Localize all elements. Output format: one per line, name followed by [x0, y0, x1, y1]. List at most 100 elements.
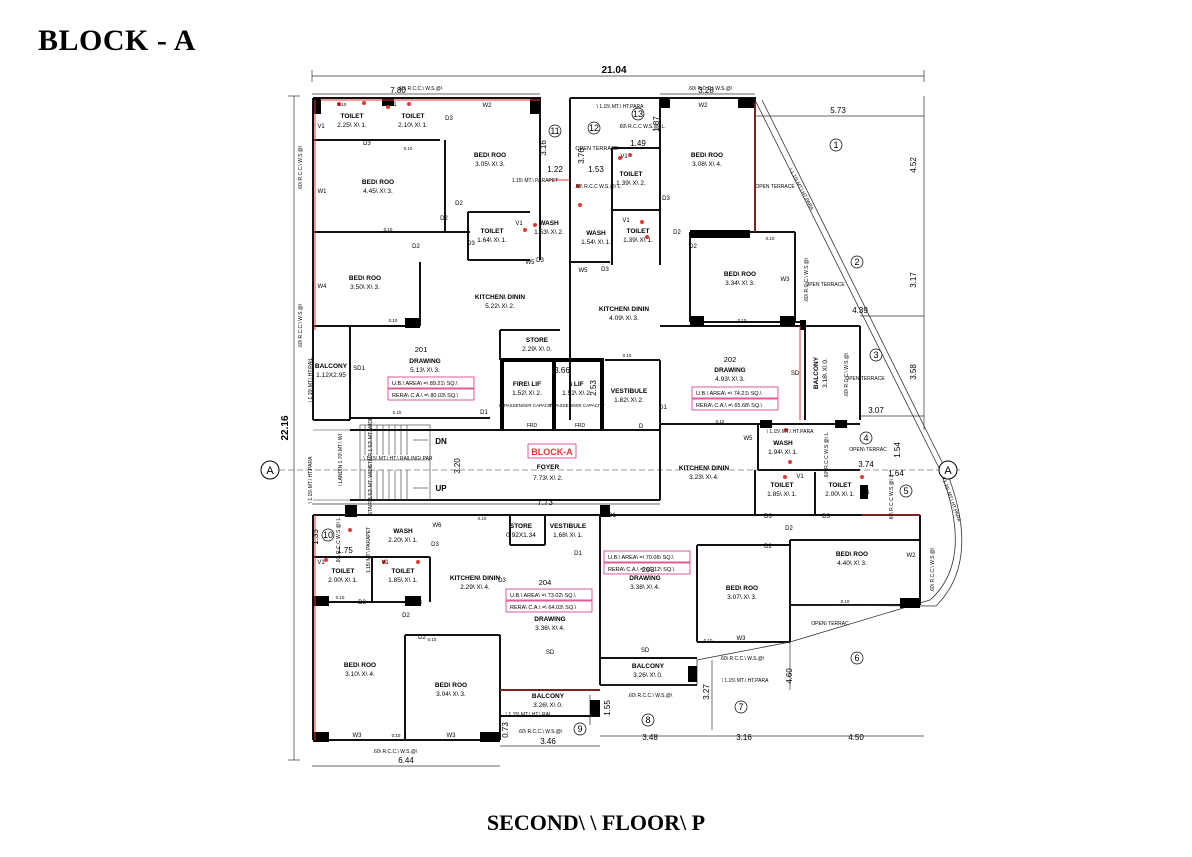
svg-text:3.07: 3.07	[868, 406, 884, 415]
svg-text:2.20\ X\ 1.: 2.20\ X\ 1.	[388, 537, 418, 544]
svg-text:TOILET: TOILET	[627, 228, 650, 235]
svg-text:TOILET: TOILET	[481, 228, 504, 235]
svg-text:V1: V1	[317, 560, 325, 566]
svg-text:4: 4	[863, 433, 868, 443]
svg-text:1.94\ X\ 1.: 1.94\ X\ 1.	[768, 449, 798, 456]
svg-text:D1: D1	[480, 410, 488, 416]
svg-text:1.53\ X\ 2.: 1.53\ X\ 2.	[534, 229, 564, 236]
svg-text:DRAWING: DRAWING	[714, 367, 745, 374]
svg-text:VESTIBULE: VESTIBULE	[611, 388, 648, 395]
svg-text:0.10: 0.10	[392, 733, 401, 738]
svg-text:5.22\ X\ 2.: 5.22\ X\ 2.	[485, 303, 515, 310]
svg-text:12: 12	[589, 123, 599, 133]
svg-text:0.10: 0.10	[428, 637, 437, 642]
svg-text:TOILET: TOILET	[829, 482, 852, 489]
svg-text:3.16: 3.16	[736, 733, 752, 742]
svg-text:.60\ R.C.C W.S.@\ L.: .60\ R.C.C W.S.@\ L.	[824, 431, 830, 478]
svg-text:RERA\ C.A.\ =\ 80.03\ SQ.\: RERA\ C.A.\ =\ 80.03\ SQ.\	[392, 393, 459, 399]
svg-text:OPEN TERRACE: OPEN TERRACE	[805, 282, 845, 288]
svg-text:3.17: 3.17	[909, 272, 918, 288]
room-label: TOILET	[341, 113, 364, 120]
svg-text:KITCHEN\ DININ: KITCHEN\ DININ	[475, 294, 526, 301]
svg-text:1.75: 1.75	[337, 546, 353, 555]
svg-text:W3: W3	[737, 636, 747, 642]
svg-text:3.76: 3.76	[577, 148, 586, 164]
svg-text:BED\ ROO: BED\ ROO	[726, 585, 758, 592]
svg-text:1.55: 1.55	[603, 700, 612, 716]
svg-text:1.64\ X\ 1.: 1.64\ X\ 1.	[477, 237, 507, 244]
svg-text:3.34\ X\ 3.: 3.34\ X\ 3.	[725, 280, 755, 287]
svg-text:D2: D2	[412, 244, 420, 250]
svg-text:\ 1.15\ MT.\ HT.\ RAILING\ PAR: \ 1.15\ MT.\ HT.\ RAILING\ PAR	[363, 456, 432, 462]
svg-text:3.20: 3.20	[453, 458, 462, 474]
svg-text:D3: D3	[358, 600, 366, 606]
text-layer: 21.04 7.80 3.28 5.73 4.39 3.07 6.44 3.46…	[280, 65, 962, 765]
svg-text:TOILET: TOILET	[620, 171, 643, 178]
svg-text:BALCONY: BALCONY	[632, 663, 665, 670]
svg-text:203: 203	[642, 565, 655, 574]
svg-text:W2: W2	[483, 103, 493, 109]
svg-text:6.44: 6.44	[398, 756, 414, 765]
svg-text:3.23\ X\ 4.: 3.23\ X\ 4.	[689, 474, 719, 481]
svg-text:2.53: 2.53	[589, 380, 598, 396]
svg-text:A: A	[266, 465, 274, 477]
svg-text:TOILET: TOILET	[402, 113, 425, 120]
svg-text:W3: W3	[353, 733, 363, 739]
svg-text:0.10: 0.10	[841, 599, 850, 604]
svg-text:3.26\ X\ 0.: 3.26\ X\ 0.	[533, 702, 563, 709]
svg-text:3.28: 3.28	[698, 86, 714, 95]
svg-text:D2: D2	[673, 230, 681, 236]
svg-text:V1: V1	[389, 102, 397, 108]
svg-text:BED\ ROO: BED\ ROO	[724, 271, 756, 278]
svg-text:OPEN\ TERRAC: OPEN\ TERRAC	[811, 621, 849, 627]
svg-text:3.26\ X\ 0.: 3.26\ X\ 0.	[633, 672, 663, 679]
svg-text:STORE: STORE	[510, 523, 533, 530]
svg-text:2: 2	[854, 257, 859, 267]
svg-text:OPEN\ TERRAC: OPEN\ TERRAC	[849, 447, 887, 453]
svg-text:VESTIBULE: VESTIBULE	[550, 523, 587, 530]
svg-text:D3: D3	[536, 258, 544, 264]
svg-text:W1: W1	[318, 189, 328, 195]
svg-text:W6: W6	[433, 523, 443, 529]
svg-text:0.10: 0.10	[404, 146, 413, 151]
svg-text:3.04\ X\ 3.: 3.04\ X\ 3.	[436, 691, 466, 698]
svg-text:WASH: WASH	[393, 528, 413, 535]
svg-text:3.74: 3.74	[858, 460, 874, 469]
svg-text:U.B.\ AREA\ =\ 89.21\ SQ.\: U.B.\ AREA\ =\ 89.21\ SQ.\	[392, 381, 458, 387]
svg-text:1.85\ X\ 1.: 1.85\ X\ 1.	[767, 491, 797, 498]
svg-text:SD: SD	[791, 371, 800, 377]
svg-text:D3: D3	[498, 578, 506, 584]
svg-text:3.16: 3.16	[539, 140, 548, 156]
svg-text:1.39\ X\ 1.: 1.39\ X\ 1.	[623, 237, 653, 244]
svg-text:BED\ ROO: BED\ ROO	[344, 662, 376, 669]
svg-text:0.10: 0.10	[704, 638, 713, 643]
section-marker-left: A A	[260, 460, 960, 480]
svg-text:D2: D2	[440, 216, 448, 222]
svg-text:D: D	[639, 424, 644, 430]
floor-title: SECOND\ \ FLOOR\ P	[486, 810, 706, 835]
svg-text:1.54\ X\ 1.: 1.54\ X\ 1.	[581, 239, 611, 246]
svg-text:1.52\ X\ 2.: 1.52\ X\ 2.	[562, 390, 592, 397]
svg-text:.60\ R.C.C.\ W.S.@\: .60\ R.C.C.\ W.S.@\	[720, 656, 765, 662]
svg-text:0.10: 0.10	[389, 318, 398, 323]
block-badge: BLOCK-A	[531, 447, 573, 457]
svg-text:FRD: FRD	[575, 423, 586, 429]
svg-text:SD1: SD1	[353, 366, 365, 372]
svg-text:1.22: 1.22	[547, 165, 563, 174]
svg-text:1.15\ MT.\ PARAPET: 1.15\ MT.\ PARAPET	[366, 527, 372, 573]
svg-text:W2: W2	[699, 103, 709, 109]
svg-text:4.52: 4.52	[909, 157, 918, 173]
svg-text:SD: SD	[641, 648, 650, 654]
svg-text:5.73: 5.73	[830, 106, 846, 115]
svg-text:1.52\ X\ 2.: 1.52\ X\ 2.	[512, 390, 542, 397]
svg-text:0.10: 0.10	[338, 102, 347, 107]
svg-text:8: 8	[645, 715, 650, 725]
svg-text:7: 7	[738, 702, 743, 712]
svg-text:0.10: 0.10	[384, 227, 393, 232]
svg-text:U.B.\ AREA\ =\ 74.21\ SQ.\: U.B.\ AREA\ =\ 74.21\ SQ.\	[696, 391, 762, 397]
svg-text:4.40\ X\ 3.: 4.40\ X\ 3.	[837, 560, 867, 567]
svg-text:W3: W3	[447, 733, 457, 739]
svg-text:3.36\ X\ 4.: 3.36\ X\ 4.	[535, 625, 565, 632]
svg-text:BALCONY: BALCONY	[813, 356, 820, 389]
walls	[312, 97, 921, 741]
